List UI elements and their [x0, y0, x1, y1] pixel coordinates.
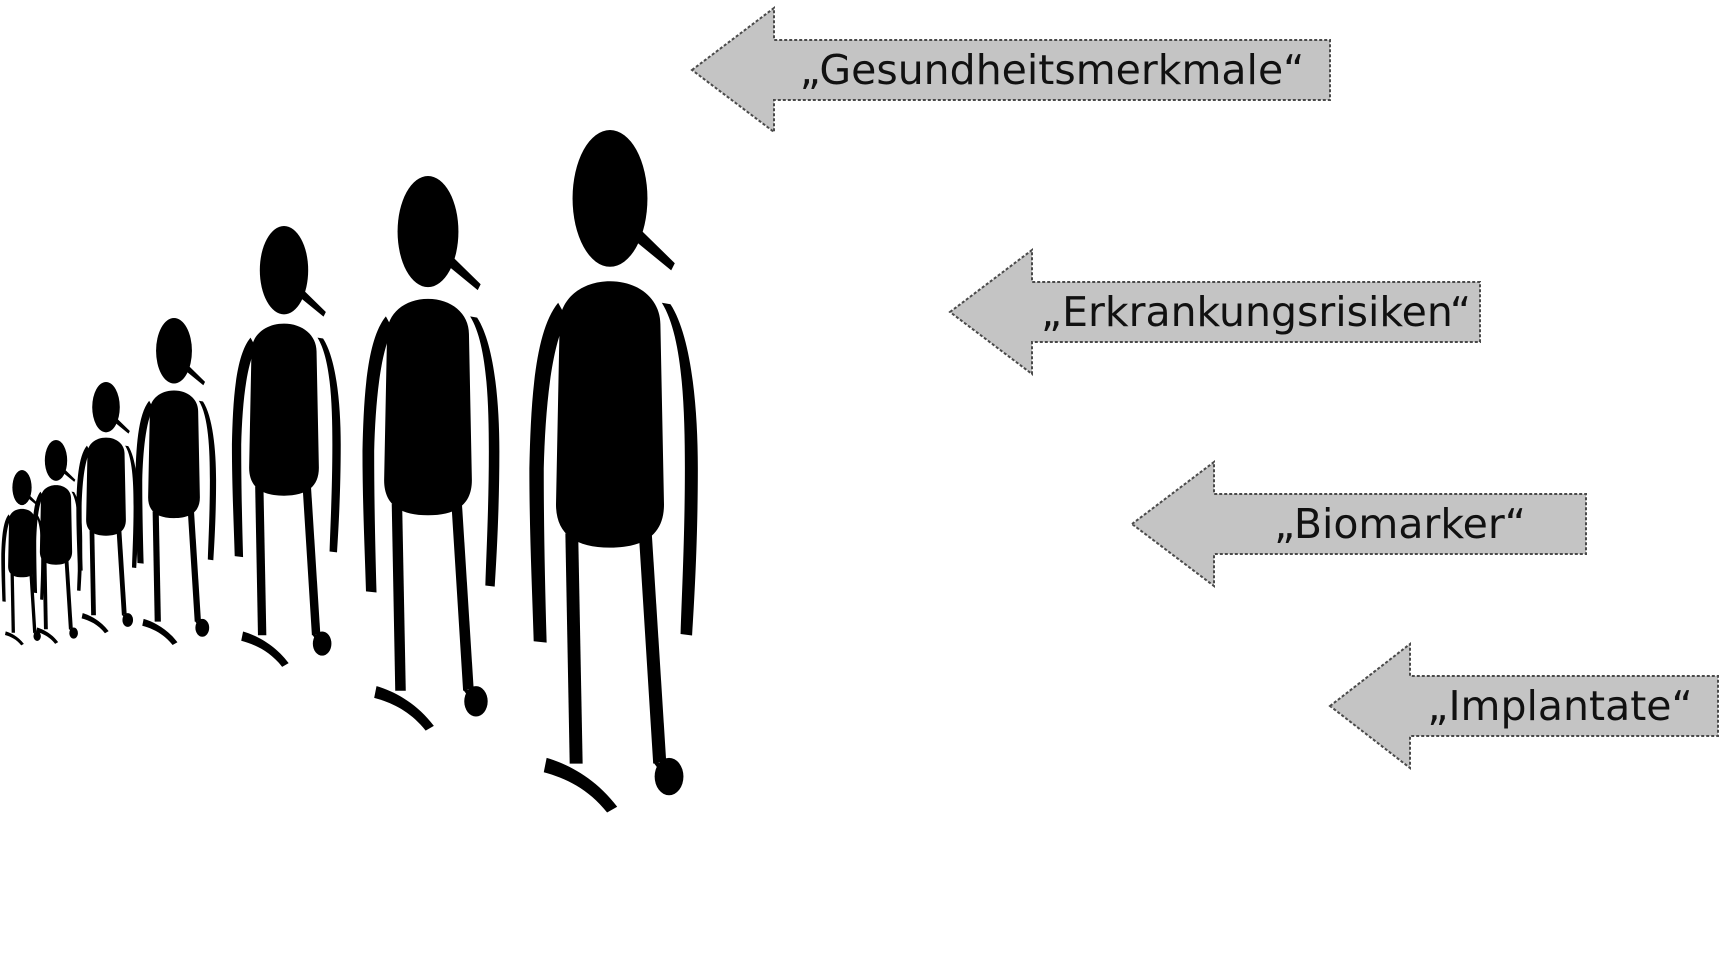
- person-silhouette-icon: [76, 382, 138, 633]
- person-silhouette-icon: [232, 226, 341, 667]
- arrow-label: „Implantate“: [1410, 644, 1710, 768]
- arrow-erkrankungsrisiken: „Erkrankungsrisiken“: [950, 250, 1482, 374]
- person-silhouette-icon: [362, 176, 499, 731]
- arrow-implantate: „Implantate“: [1330, 644, 1718, 768]
- person-silhouette-icon: [135, 318, 216, 645]
- arrow-biomarker: „Biomarker“: [1132, 462, 1588, 586]
- arrow-gesundheitsmerkmale: „Gesundheitsmerkmale“: [692, 8, 1332, 132]
- arrow-label: „Gesundheitsmerkmale“: [774, 8, 1330, 132]
- arrow-label: „Erkrankungsrisiken“: [1032, 250, 1480, 374]
- arrow-label: „Biomarker“: [1214, 462, 1586, 586]
- person-silhouette-icon: [32, 440, 82, 644]
- people-silhouettes: [0, 0, 720, 963]
- person-silhouette-icon: [529, 130, 697, 813]
